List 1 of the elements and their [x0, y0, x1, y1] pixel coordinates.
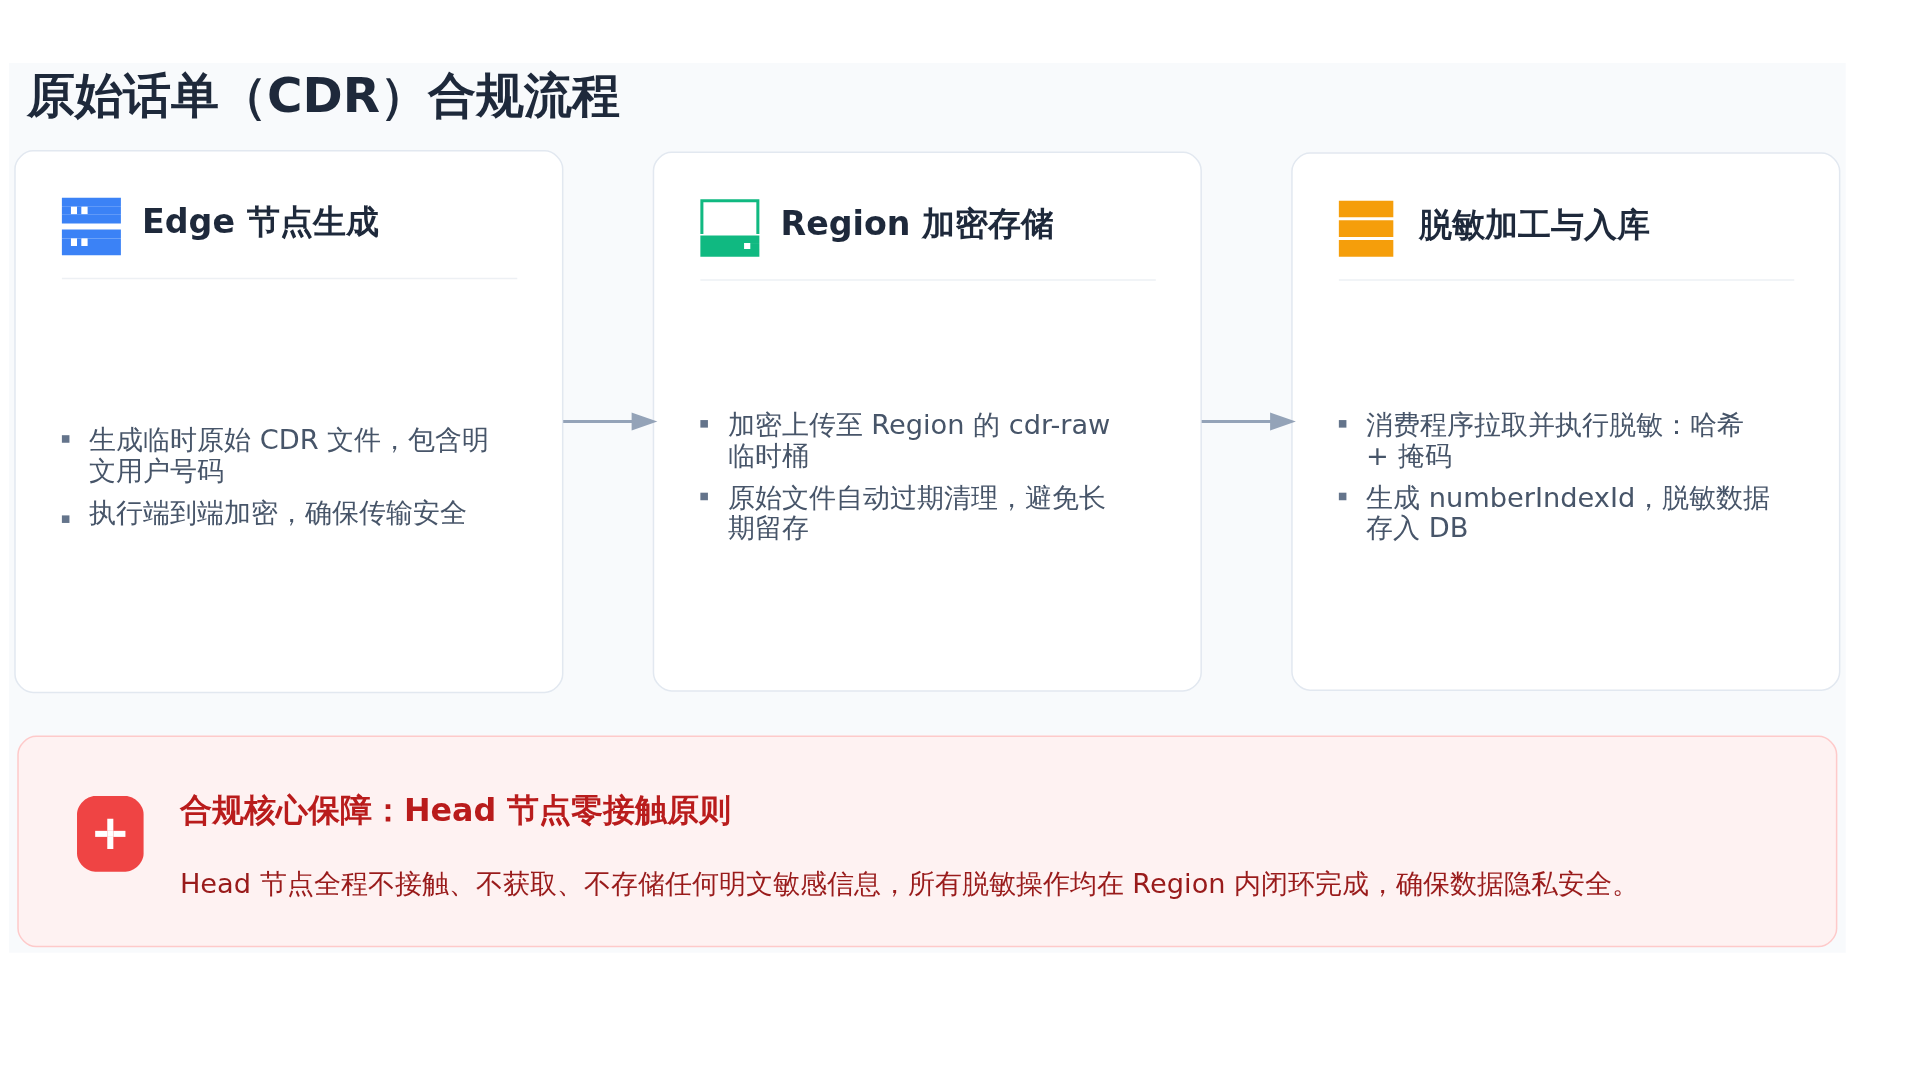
diagram-title: 原始话单（CDR）合规流程: [27, 66, 621, 123]
